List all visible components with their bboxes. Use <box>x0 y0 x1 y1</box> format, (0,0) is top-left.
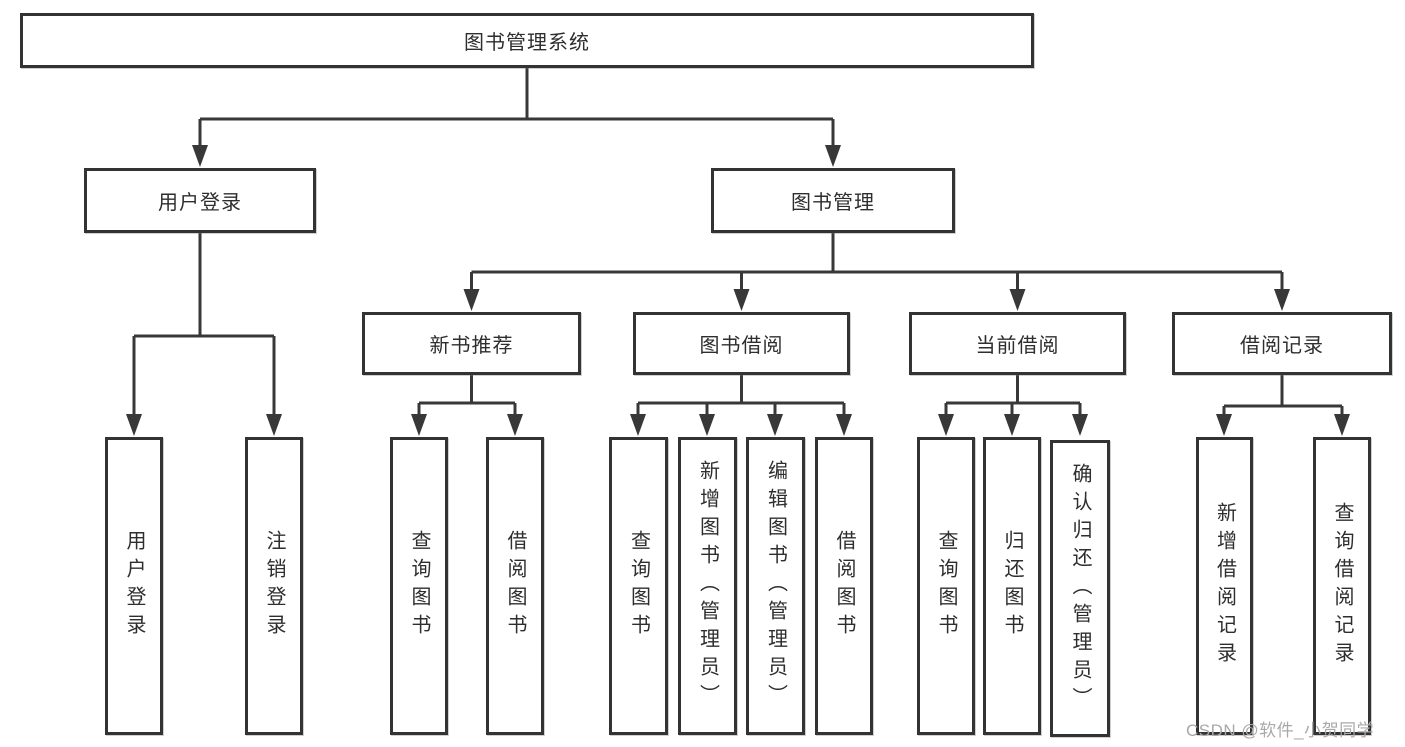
connector-borrow-to-leaves <box>636 375 846 419</box>
leaf-logout-label: 注销登录 <box>263 530 285 642</box>
leaf-recommend-borrow-books-label: 借阅图书 <box>504 530 526 642</box>
leaf-borrow-edit-books-admin-label: 编辑图书（管理员） <box>764 460 787 712</box>
leaf-records-add-record-label: 新增借阅记录 <box>1213 502 1236 670</box>
leaf-current-confirm-return-admin: 确认归还（管理员） <box>1050 440 1110 737</box>
leaf-borrow-borrow-books: 借阅图书 <box>815 437 873 735</box>
node-user-login-branch-label: 用户登录 <box>158 192 242 214</box>
leaf-borrow-add-books-admin-label: 新增图书（管理员） <box>696 460 719 712</box>
connector-root-to-level2 <box>198 68 835 149</box>
node-root-system: 图书管理系统 <box>20 13 1034 68</box>
leaf-borrow-edit-books-admin: 编辑图书（管理员） <box>746 437 805 735</box>
node-book-management-branch-label: 图书管理 <box>791 192 875 214</box>
node-borrow-records: 借阅记录 <box>1172 312 1392 375</box>
node-book-borrow: 图书借阅 <box>633 312 850 375</box>
leaf-current-confirm-return-admin-label: 确认归还（管理员） <box>1069 462 1091 715</box>
leaf-recommend-borrow-books: 借阅图书 <box>486 437 544 735</box>
leaf-borrow-add-books-admin: 新增图书（管理员） <box>678 437 737 735</box>
connector-current-to-leaves <box>944 375 1082 419</box>
leaf-user-login: 用户登录 <box>105 437 163 735</box>
leaf-user-login-label: 用户登录 <box>123 530 145 642</box>
node-new-book-recommend: 新书推荐 <box>362 312 581 375</box>
node-root-system-label: 图书管理系统 <box>464 32 590 54</box>
leaf-borrow-borrow-books-label: 借阅图书 <box>833 530 855 642</box>
csdn-watermark: CSDN @软件_小贺同学 <box>1186 721 1375 740</box>
node-new-book-recommend-label: 新书推荐 <box>429 335 514 357</box>
node-book-borrow-label: 图书借阅 <box>699 335 784 357</box>
node-user-login-branch: 用户登录 <box>84 168 316 233</box>
connector-records-to-leaves <box>1222 375 1344 419</box>
connector-recommend-to-leaves <box>417 375 517 419</box>
leaf-recommend-query-books: 查询图书 <box>390 437 448 735</box>
leaf-recommend-query-books-label: 查询图书 <box>408 530 430 642</box>
leaf-current-return-books-label: 归还图书 <box>1001 530 1023 642</box>
leaf-borrow-query-books: 查询图书 <box>609 437 668 735</box>
leaf-current-return-books: 归还图书 <box>983 437 1041 735</box>
leaf-current-query-books-label: 查询图书 <box>935 530 957 642</box>
leaf-current-query-books: 查询图书 <box>917 437 975 735</box>
leaf-records-add-record: 新增借阅记录 <box>1196 437 1253 735</box>
leaf-records-query-record-label: 查询借阅记录 <box>1331 502 1353 670</box>
connector-user-to-leaves <box>132 233 276 418</box>
connector-books-to-level3 <box>470 233 1284 293</box>
arrowheads <box>126 145 1350 436</box>
leaf-borrow-query-books-label: 查询图书 <box>627 530 650 642</box>
node-borrow-records-label: 借阅记录 <box>1240 335 1324 357</box>
node-current-borrow: 当前借阅 <box>909 312 1126 375</box>
node-book-management-branch: 图书管理 <box>711 168 955 233</box>
node-current-borrow-label: 当前借阅 <box>975 335 1060 357</box>
leaf-records-query-record: 查询借阅记录 <box>1313 437 1371 735</box>
leaf-logout: 注销登录 <box>245 437 303 735</box>
